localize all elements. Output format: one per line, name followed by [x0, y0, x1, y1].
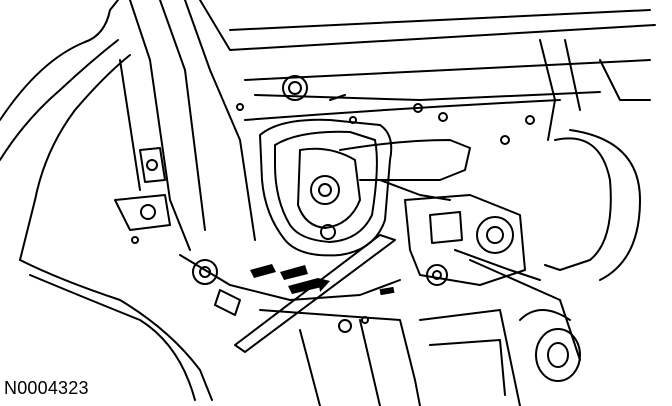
window-edge: [244, 39, 651, 141]
hinge-area: [114, 59, 171, 244]
speaker-opening: [519, 129, 641, 382]
direction-arrows: [250, 264, 395, 296]
figure-reference-code: N0004323: [4, 378, 89, 398]
lower-panel: [179, 234, 521, 406]
regulator-motor: [404, 194, 581, 361]
inner-panel: [259, 118, 471, 257]
fasteners: [236, 103, 535, 324]
door-shell: [0, 0, 656, 401]
